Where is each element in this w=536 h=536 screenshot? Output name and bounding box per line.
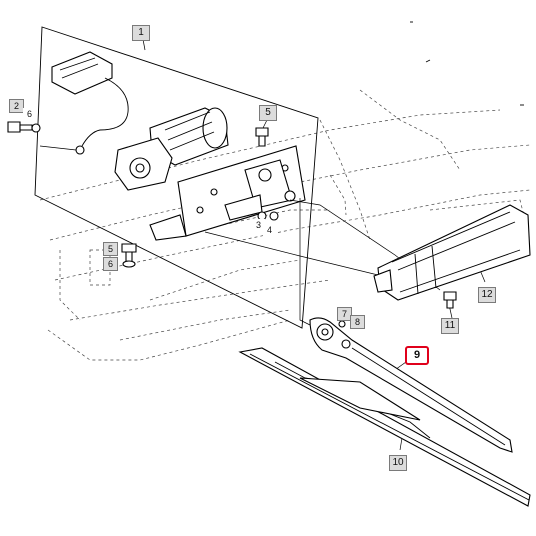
callout-7: 7 (337, 307, 352, 321)
callout-6-lower: 6 (103, 257, 118, 271)
callout-5-top: 5 (259, 105, 277, 121)
callout-8: 8 (350, 315, 365, 329)
callout-5-lower: 5 (103, 242, 118, 256)
wiper-arm (309, 317, 513, 453)
stray-marks (410, 21, 524, 106)
wiper-blade (238, 347, 531, 507)
wiper-motor (114, 107, 229, 191)
vehicle-body-outline (39, 89, 531, 361)
bolt-top (255, 127, 269, 147)
bolt-and-washer-left (7, 121, 41, 133)
callout-4: 4 (263, 224, 276, 236)
callout-6-left: 6 (23, 108, 36, 120)
callout-9-highlighted: 9 (405, 346, 429, 365)
assembly-panel (34, 26, 319, 329)
bolt-lower-left (121, 243, 137, 268)
wiring-harness (39, 51, 129, 155)
callout-10: 10 (389, 455, 407, 471)
screw-11 (443, 291, 457, 309)
callout-12: 12 (478, 287, 496, 303)
callout-11: 11 (441, 318, 459, 334)
mounting-bracket (149, 145, 306, 241)
callout-1: 1 (132, 25, 150, 41)
callout-3: 3 (252, 219, 265, 231)
callout-2: 2 (9, 99, 24, 113)
wiper-cover-housing (373, 204, 531, 301)
